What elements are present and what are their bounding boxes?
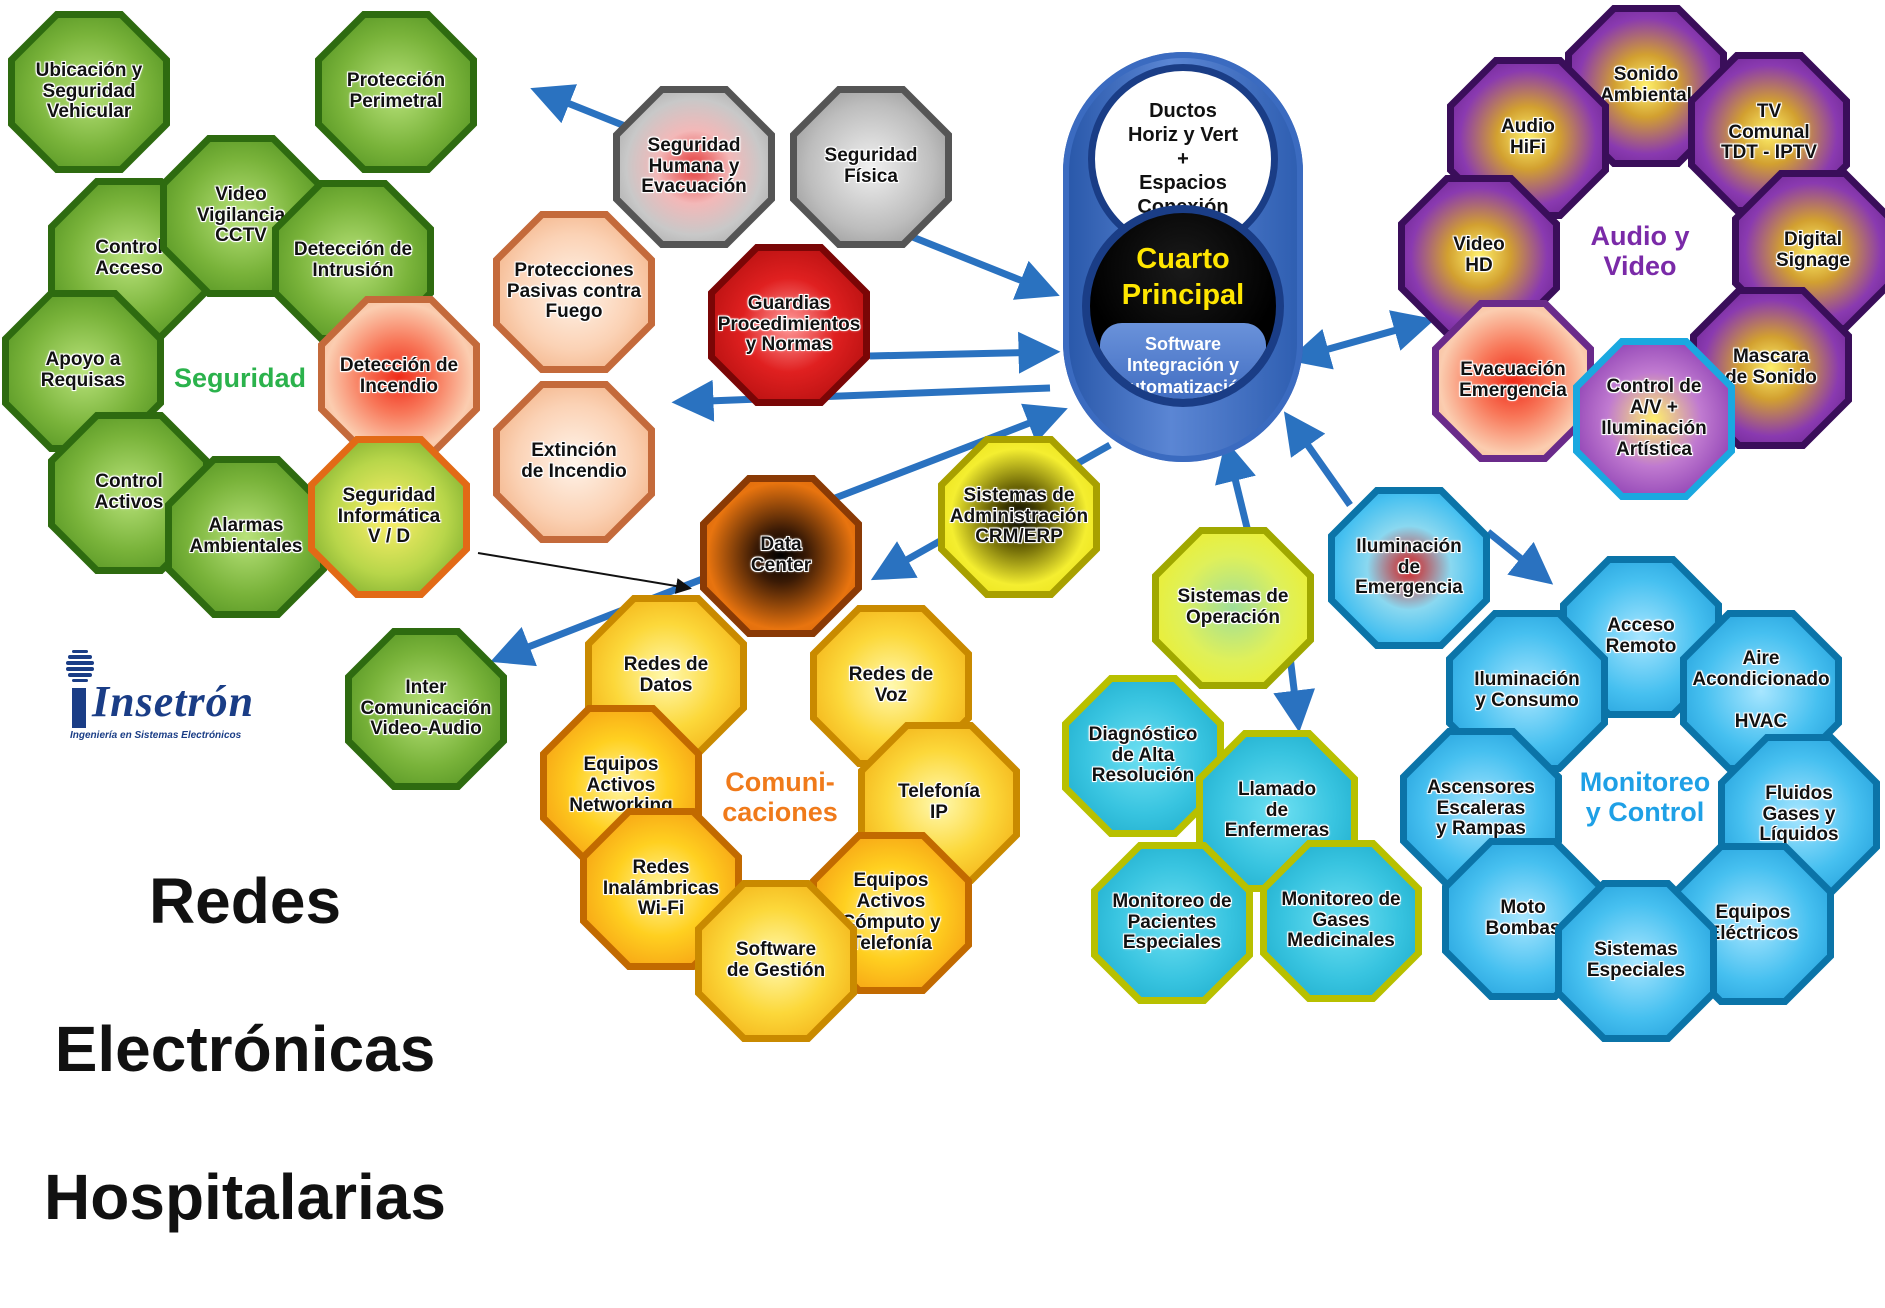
arrow-center-audio-video — [1287, 310, 1436, 370]
node-extincion-incendio: Extinción de Incendio — [493, 381, 655, 543]
title-line-1: Redes — [148, 865, 342, 937]
arrow-to-monitoreo — [1485, 529, 1554, 585]
node-monitoreo-pacientes: Monitoreo de Pacientes Especiales — [1091, 842, 1253, 1004]
node-sistemas-operacion: Sistemas de Operación — [1152, 527, 1314, 689]
node-sistemas-administracion: Sistemas de Administración CRM/ERP — [938, 436, 1100, 598]
arrow-to-intercom — [490, 574, 707, 667]
center-cuarto-principal: Cuarto Principal Software Integración y … — [1082, 205, 1284, 407]
node-alarmas-ambientales: Alarmas Ambientales — [165, 456, 327, 618]
node-apoyo-requisas: Apoyo a Requisas — [2, 290, 164, 452]
center-software-panel: Software Integración y Automatización — [1100, 323, 1266, 399]
diagram-canvas: Ubicación y Seguridad Vehicular Protecci… — [2, 5, 1885, 1233]
title-line-2: Electrónicas — [54, 1013, 436, 1085]
node-monitoreo-gases: Monitoreo de Gases Medicinales — [1260, 840, 1422, 1002]
ring-label-audio-video: Audio y Video — [1590, 221, 1690, 281]
arrow-dc-to-center — [828, 403, 1068, 504]
logo-name: Insetrón — [92, 677, 255, 726]
node-software-gestion: Software de Gestión — [695, 880, 857, 1042]
arrow-ops-to-center — [1215, 439, 1256, 541]
center-software-text: Software Integración y Automatización — [1115, 333, 1250, 397]
node-seguridad-humana: Seguridad Humana y Evacuación — [613, 86, 775, 248]
ring-label-comunicaciones: Comuni- caciones — [722, 767, 838, 827]
node-intercomunicacion: Inter Comunicación Video-Audio — [345, 628, 507, 790]
node-control-av: Control de A/V + Iluminación Artística — [1573, 338, 1735, 500]
arrow-seginfo-to-datacenter — [477, 552, 692, 594]
node-seguridad-informatica: Seguridad Informática V / D — [308, 436, 470, 598]
arrow-guardias-to-center — [869, 331, 1061, 374]
arrow-fisica-to-center — [898, 228, 1060, 300]
ring-label-seguridad: Seguridad — [173, 363, 307, 393]
ring-label-monitoreo: Monitoreo y Control — [1579, 767, 1711, 827]
node-deteccion-incendio: Detección de Incendio — [318, 296, 480, 458]
center-title: Cuarto Principal — [1121, 243, 1245, 312]
node-sistemas-especiales: Sistemas Especiales — [1555, 880, 1717, 1042]
page-title: Redes Electrónicas Hospitalarias — [20, 790, 470, 1308]
node-seguridad-fisica: Seguridad Física — [790, 86, 952, 248]
title-line-3: Hospitalarias — [44, 1161, 446, 1233]
insetron-logo: Insetrón Ingeniería en Sistemas Electrón… — [62, 648, 282, 744]
node-guardias: Guardias Procedimientos y Normas — [708, 244, 870, 406]
node-iluminacion-emergencia: Iluminación de Emergencia — [1328, 487, 1490, 649]
node-evacuacion-emergencia: Evacuación Emergencia — [1432, 300, 1594, 462]
center-ductos-text: Ductos Horiz y Vert + Espacios Conexión — [1127, 100, 1239, 218]
node-proteccion-perimetral: Protección Perimetral — [315, 11, 477, 173]
node-data-center: Data Center — [700, 475, 862, 637]
arrow-ilum-to-center — [1283, 411, 1353, 508]
node-ubicacion: Ubicación y Seguridad Vehicular — [8, 11, 170, 173]
node-protecciones-pasivas: Protecciones Pasivas contra Fuego — [493, 211, 655, 373]
logo-tagline: Ingeniería en Sistemas Electrónicos — [70, 730, 242, 741]
arrow-center-to-extincion — [671, 379, 1051, 422]
logo-globe-icon — [66, 650, 94, 728]
